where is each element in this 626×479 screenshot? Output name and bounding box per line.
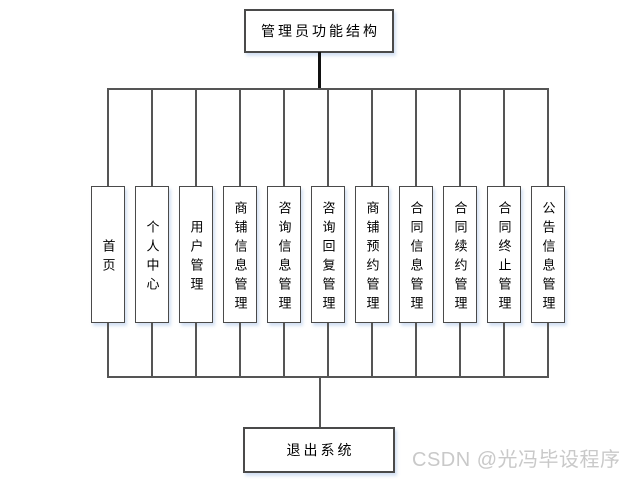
root-node: 管理员功能结构	[244, 9, 394, 53]
connector-top-drop-6	[327, 89, 329, 186]
node-contract-info-management: 合同信息管理	[399, 186, 433, 323]
node-announcement-info-management: 公告信息管理	[531, 186, 565, 323]
connector-top-drop-4	[239, 89, 241, 186]
node-home-label: 首页	[100, 238, 116, 277]
connector-bottom-drop-3	[195, 323, 197, 377]
connector-bottom-drop-6	[327, 323, 329, 377]
csdn-watermark: CSDN @光冯毕设程序	[412, 449, 621, 471]
connector-top-drop-10	[503, 89, 505, 186]
connector-bottom-drop-9	[459, 323, 461, 377]
node-shop-info-management-label: 商铺信息管理	[232, 200, 248, 315]
node-contract-info-management-label: 合同信息管理	[408, 200, 424, 315]
connector-top-drop-3	[195, 89, 197, 186]
exit-node-label: 退出系统	[286, 444, 355, 459]
connector-top-drop-1	[107, 89, 109, 186]
connector-bottom-bus	[107, 376, 549, 378]
connector-top-drop-11	[547, 89, 549, 186]
node-personal-center: 个人中心	[135, 186, 169, 323]
node-user-management: 用户管理	[179, 186, 213, 323]
connector-root-trunk	[318, 52, 321, 89]
exit-node: 退出系统	[243, 427, 395, 473]
node-consult-reply-management-label: 咨询回复管理	[320, 200, 336, 315]
connector-bottom-drop-11	[547, 323, 549, 377]
connector-bottom-drop-10	[503, 323, 505, 377]
node-contract-renewal-management-label: 合同续约管理	[452, 200, 468, 315]
node-contract-termination-management-label: 合同终止管理	[496, 200, 512, 315]
connector-top-drop-8	[415, 89, 417, 186]
node-consult-reply-management: 咨询回复管理	[311, 186, 345, 323]
connector-bottom-drop-8	[415, 323, 417, 377]
connector-top-drop-7	[371, 89, 373, 186]
connector-bottom-drop-1	[107, 323, 109, 377]
connector-top-drop-2	[151, 89, 153, 186]
node-contract-termination-management: 合同终止管理	[487, 186, 521, 323]
connector-top-drop-9	[459, 89, 461, 186]
connector-bottom-drop-2	[151, 323, 153, 377]
connector-top-drop-5	[283, 89, 285, 186]
root-node-label: 管理员功能结构	[261, 25, 380, 40]
node-shop-info-management: 商铺信息管理	[223, 186, 257, 323]
node-shop-reservation-management-label: 商铺预约管理	[364, 200, 380, 315]
connector-exit-drop	[319, 378, 321, 427]
node-shop-reservation-management: 商铺预约管理	[355, 186, 389, 323]
node-announcement-info-management-label: 公告信息管理	[540, 200, 556, 315]
connector-bottom-drop-4	[239, 323, 241, 377]
connector-bottom-drop-7	[371, 323, 373, 377]
node-consult-info-management: 咨询信息管理	[267, 186, 301, 323]
node-home: 首页	[91, 186, 125, 323]
node-consult-info-management-label: 咨询信息管理	[276, 200, 292, 315]
node-user-management-label: 用户管理	[188, 219, 204, 296]
node-personal-center-label: 个人中心	[144, 219, 160, 296]
connector-bottom-drop-5	[283, 323, 285, 377]
node-contract-renewal-management: 合同续约管理	[443, 186, 477, 323]
